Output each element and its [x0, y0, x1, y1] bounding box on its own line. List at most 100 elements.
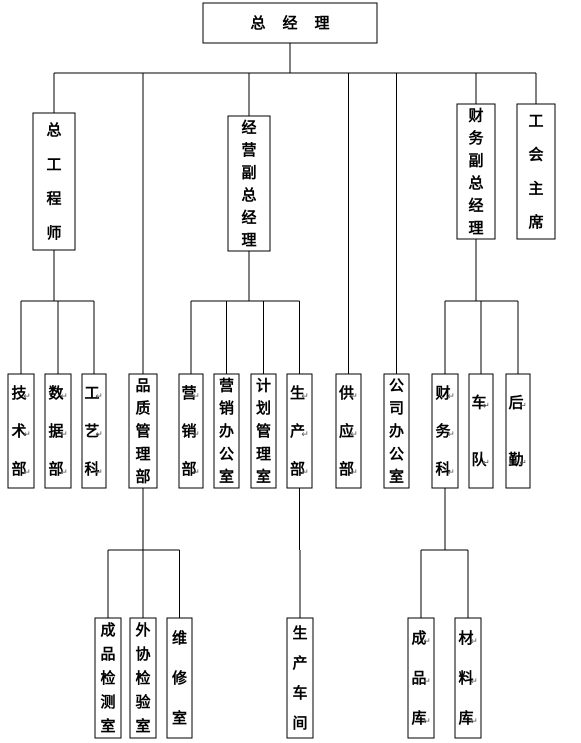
node-box	[286, 373, 313, 489]
node-label-char: 管	[135, 422, 150, 440]
node-label-char: 计	[256, 376, 271, 394]
node-label-char: 验	[135, 693, 151, 711]
return-mark-icon: ↵	[482, 459, 490, 469]
node-box	[516, 103, 556, 240]
node-box	[250, 373, 277, 489]
node-label-char: 检	[135, 669, 150, 687]
node-label-char: 品	[135, 376, 150, 394]
node-label-char: 室	[135, 717, 150, 735]
node-label-char: 室	[389, 468, 404, 486]
node-label-char: 部	[339, 460, 354, 478]
return-mark-icon: ↵	[470, 637, 478, 647]
return-mark-icon: ↵	[470, 677, 478, 687]
node-label-char: 工	[46, 155, 61, 173]
node-box	[129, 617, 157, 739]
node-label-char: 间	[292, 714, 307, 732]
node-label-char: 供	[338, 384, 354, 402]
node-label-char: 公	[219, 445, 234, 463]
return-mark-icon: ↵	[95, 468, 103, 478]
node-box	[94, 617, 122, 739]
node-label-char: 生	[290, 384, 305, 402]
node-label-char: 师	[46, 224, 61, 242]
return-mark-icon: ↵	[350, 468, 358, 478]
node-label-char: 检	[100, 669, 115, 687]
node-label-char: 外	[134, 621, 150, 639]
node-repair-room: 维修室	[166, 617, 193, 739]
node-box	[178, 373, 204, 489]
node-label-char: 部	[135, 468, 150, 486]
node-label-char: 经	[241, 118, 256, 136]
node-logistics: 后↵勤↵	[505, 373, 531, 489]
node-label-char: 席	[528, 213, 543, 231]
node-label-char: 主	[528, 179, 543, 197]
connector-finance-section	[420, 488, 469, 618]
node-production-dept: 生↵产↵部↵	[286, 373, 313, 489]
node-label-char: 销	[181, 422, 196, 440]
node-label-char: 品	[411, 669, 426, 687]
connector-vp-operations	[190, 251, 300, 374]
node-label-char: 队	[471, 451, 487, 469]
node-box	[81, 373, 107, 489]
node-label-char: 质	[135, 399, 150, 417]
node-data-dept: 数↵据↵部↵	[44, 373, 72, 489]
node-label-char: 车	[471, 394, 486, 412]
node-label-char: 理	[241, 231, 256, 249]
node-gm: 总经理	[202, 2, 378, 44]
connector-production-dept	[299, 488, 301, 618]
return-mark-icon: ↵	[470, 717, 478, 727]
return-mark-icon: ↵	[60, 468, 68, 478]
node-label-char: 成	[411, 629, 426, 647]
node-process-section: 工↵艺↵科↵	[81, 373, 107, 489]
node-label-char: 产	[290, 422, 305, 440]
node-material-warehouse: 材↵料↵库↵	[454, 617, 482, 739]
return-mark-icon: ↵	[301, 392, 309, 402]
return-mark-icon: ↵	[301, 430, 309, 440]
return-mark-icon: ↵	[519, 402, 527, 412]
node-label-char: 经	[468, 196, 483, 214]
return-mark-icon: ↵	[23, 430, 31, 440]
connector-vp-finance	[444, 239, 519, 374]
node-finance-section: 财↵务↵科↵	[431, 373, 459, 489]
node-label-char: 室	[172, 709, 187, 727]
node-box	[468, 373, 494, 489]
node-label-char: 划	[256, 399, 271, 417]
node-box	[454, 617, 482, 739]
node-label-char: 产	[292, 654, 307, 672]
node-label-char: 据	[48, 422, 63, 440]
node-box	[431, 373, 459, 489]
node-box	[44, 373, 72, 489]
node-label-char: 术	[11, 422, 26, 440]
node-label-char: 务	[468, 129, 484, 147]
node-box	[166, 617, 193, 739]
node-label-char: 协	[135, 645, 150, 663]
node-label-char: 理	[135, 445, 150, 463]
return-mark-icon: ↵	[350, 430, 358, 440]
node-label-char: 科	[84, 460, 99, 478]
node-label-char: 程	[46, 190, 61, 208]
node-label-char: 总	[250, 14, 265, 32]
node-label-char: 理	[256, 445, 271, 463]
node-label-char: 勤	[508, 451, 523, 469]
node-label-char: 司	[389, 399, 404, 417]
node-label-char: 材	[458, 629, 473, 647]
node-label-char: 成	[100, 621, 115, 639]
node-box	[407, 617, 435, 739]
node-label-char: 务	[435, 422, 451, 440]
node-box	[213, 373, 240, 489]
node-label-char: 库	[458, 709, 473, 727]
node-label-char: 公	[389, 376, 404, 394]
node-label-char: 工	[84, 384, 99, 402]
node-box	[202, 2, 378, 44]
node-label-char: 理	[468, 219, 483, 237]
node-box	[383, 373, 410, 489]
return-mark-icon: ↵	[60, 430, 68, 440]
return-mark-icon: ↵	[423, 677, 431, 687]
node-label-char: 部	[181, 460, 196, 478]
node-label-char: 办	[219, 422, 234, 440]
node-label-char: 料	[458, 669, 473, 687]
return-mark-icon: ↵	[447, 430, 455, 440]
